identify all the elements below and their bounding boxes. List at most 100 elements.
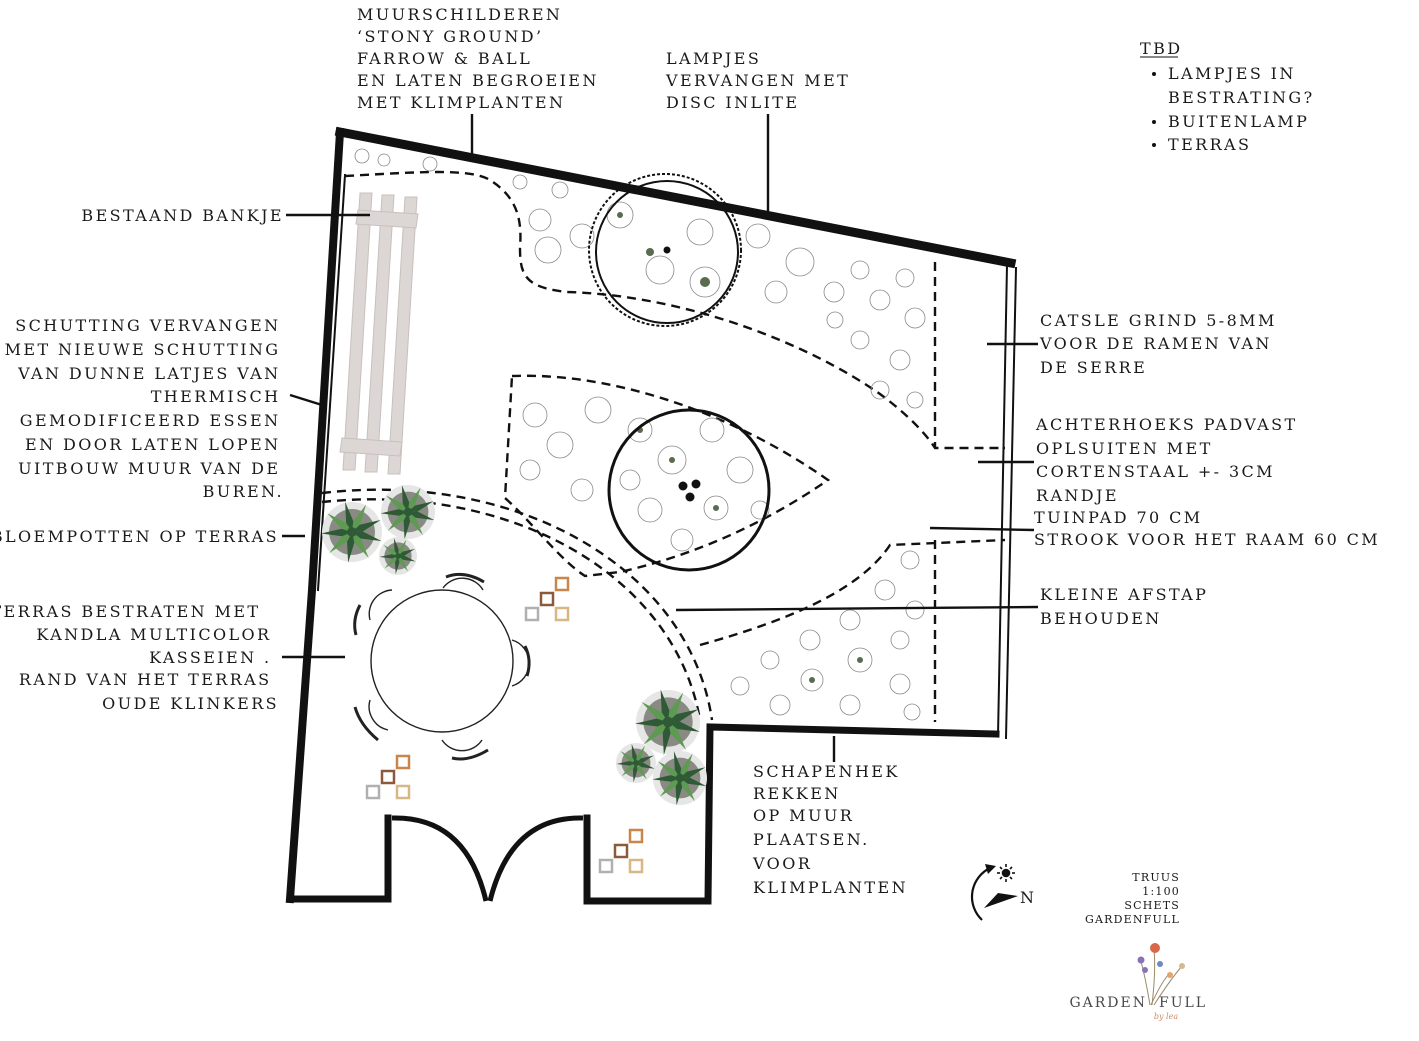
bench-support xyxy=(339,437,403,457)
shrub-texture xyxy=(584,396,612,424)
shrub-texture xyxy=(764,280,788,304)
flower-red xyxy=(1150,943,1160,953)
plant-leaf xyxy=(408,512,423,536)
plant-leaf xyxy=(386,495,408,512)
credit-line: SCHETS xyxy=(1124,899,1180,912)
tree-middle xyxy=(607,408,771,572)
label-line: BESTAAND BANKJE xyxy=(81,206,284,225)
plant-leaf xyxy=(636,763,647,780)
shrub-texture xyxy=(903,703,921,721)
label-lampjes: LAMPJES VERVANGEN MET DISC INLITE xyxy=(665,49,858,112)
tree-trunk-top xyxy=(663,246,671,254)
shrub-texture xyxy=(522,402,548,428)
label-line: BEHOUDEN xyxy=(1040,609,1162,628)
north-label: N xyxy=(1020,888,1036,907)
bed-middle-lens xyxy=(503,374,831,578)
label-line: FARROW & BALL xyxy=(357,49,532,68)
paving-tile xyxy=(613,843,629,859)
plant-leaf xyxy=(398,555,416,562)
potted-plant xyxy=(380,485,435,540)
plant-leaf xyxy=(401,485,410,512)
label-line: SCHUTTING VERVANGEN xyxy=(15,316,280,335)
plant-center xyxy=(632,759,640,767)
shrub-texture xyxy=(900,550,920,570)
plant-leaf xyxy=(636,745,645,763)
plant-leaf xyxy=(408,501,434,512)
potted-plant xyxy=(616,743,656,783)
label-line: OUDE KLINKERS xyxy=(102,694,279,713)
plant-leaf xyxy=(379,554,398,559)
plant-leaf xyxy=(668,722,687,751)
shrub-texture xyxy=(799,629,821,651)
fence-left-inner xyxy=(316,173,347,592)
bench-slat xyxy=(342,192,373,471)
stem xyxy=(1150,974,1169,1006)
door-right-swing xyxy=(487,815,584,902)
label-line: BLOEMPOTTEN OP TERRAS xyxy=(0,527,279,546)
wall-top xyxy=(334,126,1017,269)
plant-leaf xyxy=(384,556,398,569)
shrub-texture xyxy=(850,330,870,350)
plant-leaf xyxy=(387,512,408,531)
dining-table xyxy=(370,589,514,733)
paving-tile xyxy=(380,769,396,785)
chair-backrest xyxy=(451,748,489,761)
tbd-item: BESTRATING? xyxy=(1168,88,1315,107)
tbd-item: TERRAS xyxy=(1168,135,1251,154)
paving-tile xyxy=(395,754,411,770)
plant-leaf xyxy=(632,763,638,783)
label-line: VERVANGEN MET xyxy=(665,71,850,90)
sun-icon xyxy=(997,864,1015,882)
shrub-texture xyxy=(519,459,541,481)
plant-center xyxy=(403,507,413,517)
plant-leaf xyxy=(398,548,415,556)
plant-leaf xyxy=(680,753,693,778)
gardenfull-logo: GARDEN FULL by lea xyxy=(1069,943,1207,1021)
tree-canopy-top-outline xyxy=(595,180,739,324)
plant-leaf xyxy=(680,778,695,802)
label-line: EN LATEN BEGROEIEN xyxy=(357,71,599,90)
plant-leaf xyxy=(662,722,671,756)
plant-center xyxy=(347,527,357,537)
potted-plants xyxy=(320,485,707,806)
plant-leaf xyxy=(380,509,408,516)
double-door xyxy=(391,815,584,902)
annotation-labels: MUURSCHILDEREN ‘STONY GROUND’ FARROW & B… xyxy=(0,5,1380,897)
chair xyxy=(441,739,483,752)
credit-line: 1:100 xyxy=(1142,885,1180,898)
tree-canopy-middle xyxy=(607,408,771,572)
label-line: KANDLA MULTICOLOR xyxy=(36,625,271,644)
plant-leaf xyxy=(680,777,707,787)
shrub-texture xyxy=(750,500,770,520)
shrub-texture xyxy=(874,579,896,601)
shrub-texture xyxy=(785,247,815,277)
plant-accent-dot xyxy=(857,657,863,663)
stem xyxy=(1151,949,1156,1006)
tbd-list: TBD LAMPJES IN BESTRATING? BUITENLAMP TE… xyxy=(1140,39,1315,154)
label-line: REKKEN xyxy=(753,784,841,803)
paving-tile xyxy=(395,784,411,800)
label-bloempotten: BLOEMPOTTEN OP TERRAS xyxy=(0,527,279,546)
plant-leaf xyxy=(668,721,700,732)
bench-support xyxy=(355,209,419,229)
shrub-texture xyxy=(637,497,663,523)
plant-leaf xyxy=(658,761,680,778)
label-schapenhek: SCHAPENHEK REKKEN OP MUUR PLAATSEN. VOOR… xyxy=(752,762,908,897)
paving-tile xyxy=(539,591,555,607)
bed-top-border xyxy=(344,170,1005,450)
logo-text-right: FULL xyxy=(1159,995,1207,1011)
label-line: VAN DUNNE LATJES VAN xyxy=(17,364,280,383)
label-line: DISC INLITE xyxy=(666,93,799,112)
potted-plant xyxy=(652,751,707,806)
shrub-texture xyxy=(619,469,641,491)
label-line: THERMISCH xyxy=(151,387,281,406)
plant-accent-dot xyxy=(713,505,719,511)
shrub-texture xyxy=(551,181,569,199)
label-line: VOOR DE RAMEN VAN xyxy=(1039,334,1272,353)
dining-set xyxy=(353,572,531,761)
plant-accents xyxy=(617,212,863,683)
sun-ray xyxy=(999,866,1003,870)
shrub-texture xyxy=(826,311,844,329)
plant-center xyxy=(395,553,401,559)
label-line: STROOK VOOR HET RAAM 60 CM xyxy=(1034,530,1380,549)
